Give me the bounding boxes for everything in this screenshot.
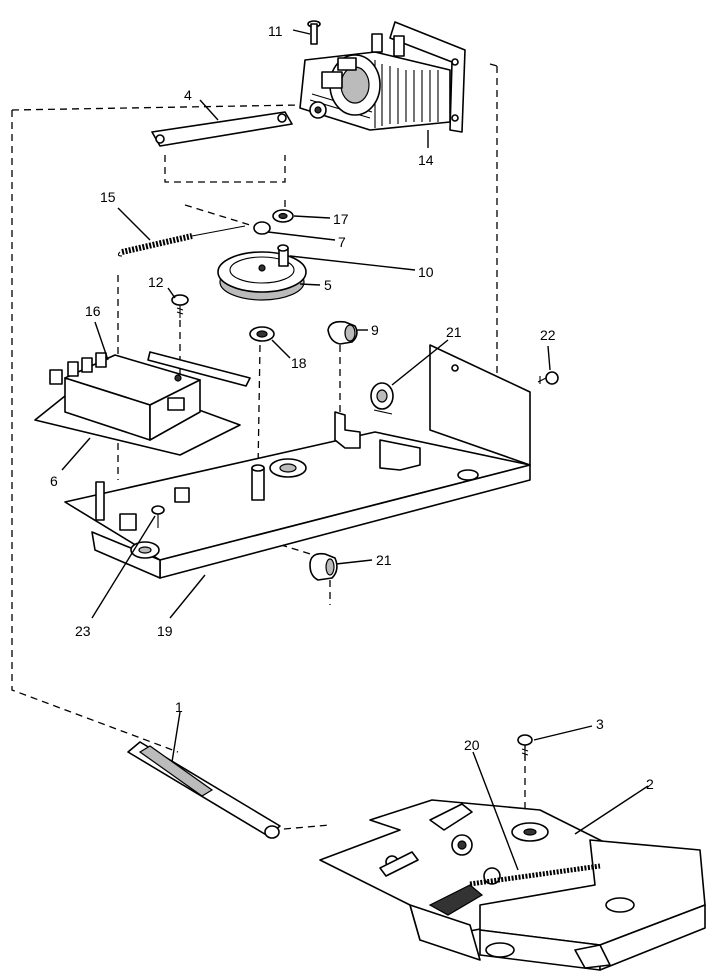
screw-part-23 bbox=[151, 505, 165, 528]
callout-12: 12 bbox=[148, 274, 164, 290]
callout-5: 5 bbox=[324, 277, 332, 293]
pin-part-10 bbox=[277, 244, 289, 267]
screw-part-11 bbox=[307, 20, 321, 45]
knob-part-9 bbox=[327, 320, 358, 345]
callout-3: 3 bbox=[596, 716, 604, 732]
callout-11: 11 bbox=[268, 23, 283, 39]
callout-17: 17 bbox=[333, 211, 349, 227]
washer-part-17 bbox=[272, 209, 294, 223]
callout-9: 9 bbox=[371, 322, 379, 338]
callout-labels: 11 4 14 15 17 7 10 12 5 9 21 22 16 18 6 … bbox=[50, 23, 654, 792]
motor-part-14 bbox=[299, 21, 466, 133]
screw-part-22 bbox=[537, 371, 559, 385]
callout-14: 14 bbox=[418, 152, 434, 168]
callout-6: 6 bbox=[50, 473, 58, 489]
callout-2: 2 bbox=[646, 776, 654, 792]
mechanism-part-2 bbox=[319, 799, 706, 971]
callout-16: 16 bbox=[85, 303, 101, 319]
callout-22: 22 bbox=[540, 327, 556, 343]
callout-10: 10 bbox=[418, 264, 434, 280]
callout-18: 18 bbox=[291, 355, 307, 371]
link-arm-part-4 bbox=[151, 111, 293, 147]
screw-part-3 bbox=[517, 734, 533, 760]
callout-21-lower: 21 bbox=[376, 552, 392, 568]
callout-20: 20 bbox=[464, 737, 480, 753]
washer-part-18 bbox=[249, 326, 275, 342]
rod-part-1 bbox=[127, 741, 281, 839]
callout-7: 7 bbox=[338, 234, 346, 250]
chassis-part-19 bbox=[64, 344, 531, 579]
callout-15: 15 bbox=[100, 189, 116, 205]
switch-part-16 bbox=[49, 351, 251, 441]
callout-21-upper: 21 bbox=[446, 324, 462, 340]
cam-gear-part-5 bbox=[217, 251, 307, 301]
clip-part-21-lower bbox=[309, 552, 338, 581]
callout-4: 4 bbox=[184, 87, 192, 103]
clip-part-21-upper bbox=[370, 382, 394, 415]
callout-23: 23 bbox=[75, 623, 91, 639]
spring-part-15 bbox=[117, 225, 246, 257]
callout-1: 1 bbox=[175, 699, 183, 715]
screw-part-12 bbox=[171, 294, 189, 318]
leader-lines bbox=[61, 29, 649, 871]
clip-part-7 bbox=[253, 221, 271, 235]
callout-19: 19 bbox=[157, 623, 173, 639]
